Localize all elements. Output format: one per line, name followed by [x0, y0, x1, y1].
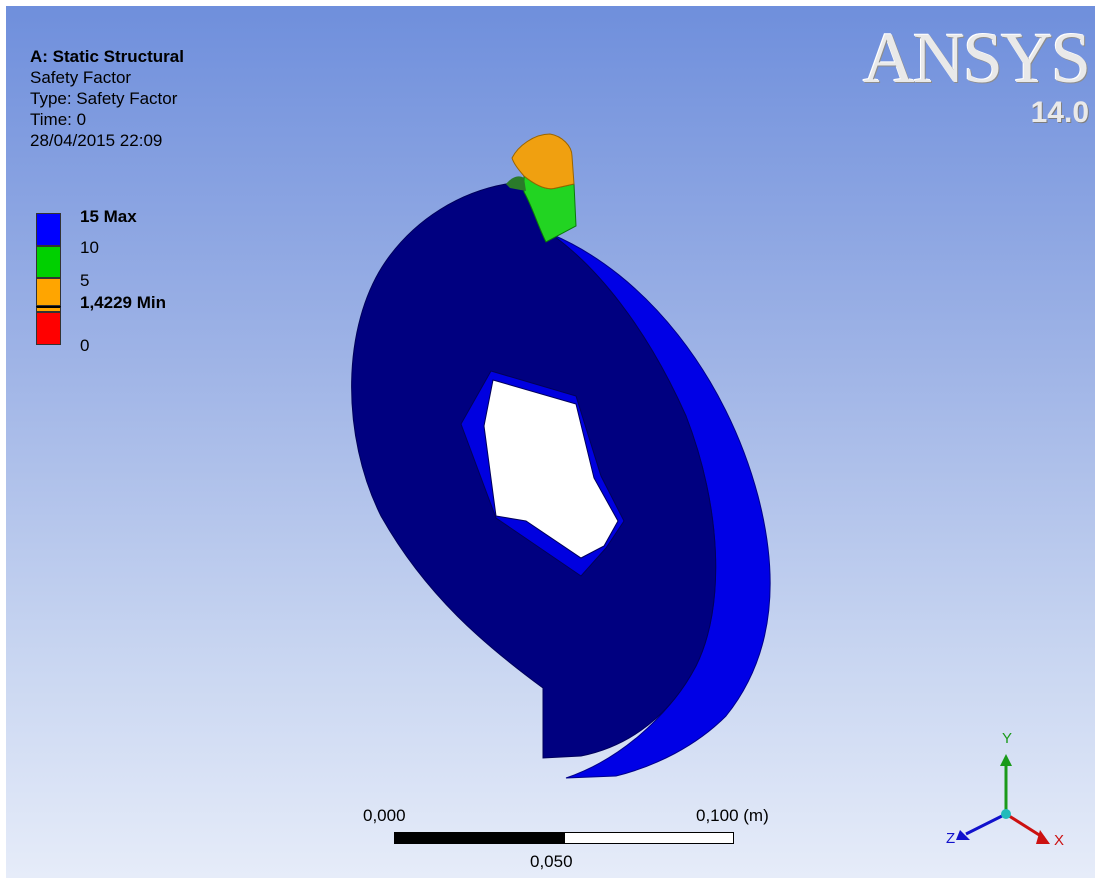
- model-tip-shadow: [506, 176, 526, 191]
- legend-swatch-blue: [36, 213, 61, 246]
- legend-tick-0: 0: [80, 336, 90, 355]
- result-info-block: A: Static Structural Safety Factor Type:…: [30, 46, 184, 151]
- result-type: Type: Safety Factor: [30, 89, 178, 108]
- cam-model-view[interactable]: [6, 6, 1095, 878]
- scale-mid-label: 0,050: [530, 852, 573, 871]
- triad-y-label: Y: [1002, 730, 1013, 747]
- ansys-logo: ANSYS 14.0: [862, 18, 1091, 130]
- legend-swatch-red: [36, 312, 61, 345]
- logo-wordmark: ANSYS: [862, 18, 1091, 98]
- scale-bar: 0,000 0,100 (m) 0,050: [358, 802, 769, 878]
- legend-max-label: 15 Max: [80, 207, 137, 226]
- analysis-title: A: Static Structural: [30, 47, 184, 66]
- model-tip-orange: [511, 133, 575, 190]
- legend-swatch-green: [36, 246, 61, 278]
- scale-bar-graphic: [394, 832, 734, 844]
- triad-icon: [956, 754, 1050, 844]
- axis-triad[interactable]: Y X Z: [936, 726, 1076, 871]
- graphics-viewport[interactable]: A: Static Structural Safety Factor Type:…: [6, 6, 1095, 878]
- scale-start-label: 0,000: [363, 806, 406, 825]
- result-name: Safety Factor: [30, 68, 132, 87]
- model-hex-hole-inner: [483, 379, 619, 559]
- result-timestamp: 28/04/2015 22:09: [30, 131, 163, 150]
- triad-x-label: X: [1054, 832, 1065, 849]
- triad-z-label: Z: [946, 830, 956, 847]
- scale-end-label: 0,100 (m): [696, 806, 769, 825]
- legend-min-label: 1,4229 Min: [80, 293, 166, 312]
- legend-tick-10: 10: [80, 238, 99, 257]
- logo-version: 14.0: [1030, 96, 1089, 129]
- legend-swatch-orange: [36, 278, 61, 306]
- result-time: Time: 0: [30, 110, 87, 129]
- legend-tick-5: 5: [80, 271, 90, 290]
- legend-min-marker: [36, 306, 61, 312]
